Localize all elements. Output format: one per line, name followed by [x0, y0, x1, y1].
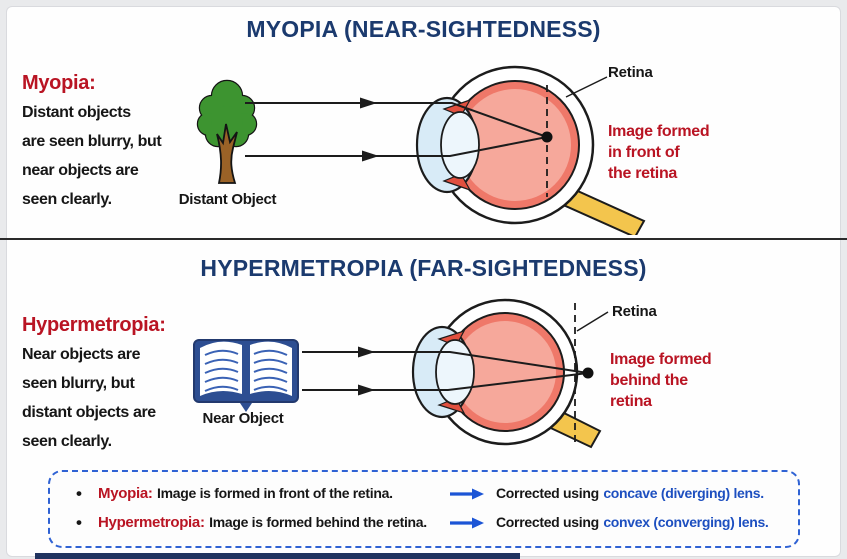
hypermetropia-section-title: HYPERMETROPIA (FAR-SIGHTEDNESS) — [200, 255, 647, 281]
tree-trunk — [216, 123, 238, 184]
ray-arrowhead-icon — [358, 346, 375, 358]
myopia-image-note: Image formed in front of the retina — [608, 121, 710, 184]
hypermetropia-description-line: distant objects are — [22, 404, 156, 421]
hypermetropia-image-note-line: Image formed — [610, 351, 712, 368]
focal-point-dot — [582, 367, 594, 379]
light-ray — [302, 372, 589, 391]
bottom-accent-bar — [35, 553, 520, 559]
focal-point-dot — [541, 131, 553, 143]
section-divider — [0, 238, 847, 240]
myopia-description: Distant objects are seen blurry, but nea… — [22, 98, 197, 214]
ray-arrowhead-icon — [358, 384, 375, 396]
myopia-description-line: are seen blurry, but — [22, 133, 162, 150]
eye-vitreous — [454, 321, 556, 423]
hypermetropia-description-line: seen clearly. — [22, 433, 112, 450]
arrow-icon — [450, 517, 484, 528]
ray-arrowhead-icon — [360, 97, 377, 109]
summary-box: • Myopia: Image is formed in front of th… — [48, 470, 800, 548]
myopia-description-line: Distant objects — [22, 104, 131, 121]
myopia-description-line: near objects are — [22, 162, 139, 179]
summary-term: Hypermetropia: — [98, 513, 205, 531]
retina-label-hypermetropia: Retina — [612, 303, 657, 320]
summary-right-text: Corrected using convex (converging) lens… — [496, 514, 798, 532]
myopia-image-note-line: the retina — [608, 165, 678, 182]
bullet-point: • — [76, 512, 82, 532]
eye-lens — [435, 339, 475, 405]
summary-corrected: Corrected using — [496, 513, 599, 530]
light-ray — [302, 351, 589, 374]
eye-lens — [440, 111, 480, 179]
retina-label-myopia: Retina — [608, 64, 653, 81]
summary-left-text: Hypermetropia: Image is formed behind th… — [98, 514, 448, 532]
eye-vitreous — [459, 89, 571, 201]
hypermetropia-description: Near objects are seen blurry, but distan… — [22, 340, 202, 456]
light-ray — [245, 136, 548, 157]
hypermetropia-description-line: seen blurry, but — [22, 375, 135, 392]
summary-row-hypermetropia: • Hypermetropia: Image is formed behind … — [76, 508, 798, 537]
hypermetropia-image-note-line: retina — [610, 393, 652, 410]
arrow-icon — [450, 488, 484, 499]
myopia-ray-diagram — [245, 65, 646, 235]
hypermetropia-description-line: Near objects are — [22, 346, 141, 363]
ciliary-muscle — [442, 173, 472, 192]
myopia-section-title: MYOPIA (NEAR-SIGHTEDNESS) — [246, 16, 601, 42]
near-object-label: Near Object — [202, 410, 284, 427]
book-icon — [193, 339, 299, 412]
summary-corrected: Corrected using — [496, 484, 599, 501]
summary-lens: convex (converging) lens. — [603, 513, 769, 530]
tree-icon — [196, 79, 258, 184]
bullet-point: • — [76, 483, 82, 503]
content-card — [6, 6, 841, 557]
retina-pointer-line — [576, 311, 609, 332]
hypermetropia-ray-diagram — [302, 298, 609, 449]
ray-arrowhead-icon — [362, 150, 379, 162]
summary-fact: Image is formed in front of the retina. — [157, 484, 393, 501]
distant-object-label: Distant Object — [178, 191, 277, 208]
summary-fact: Image is formed behind the retina. — [209, 513, 427, 530]
light-ray — [245, 102, 548, 138]
retina-pointer-line — [565, 76, 608, 98]
hypermetropia-image-note-line: behind the — [610, 372, 688, 389]
hypermetropia-image-note: Image formed behind the retina — [610, 349, 712, 412]
myopia-term-label: Myopia: — [22, 72, 96, 94]
summary-lens: concave (diverging) lens. — [603, 484, 764, 501]
summary-left-text: Myopia: Image is formed in front of the … — [98, 485, 448, 503]
summary-right-text: Corrected using concave (diverging) lens… — [496, 485, 798, 503]
myopia-description-line: seen clearly. — [22, 191, 112, 208]
myopia-image-note-line: in front of — [608, 144, 680, 161]
summary-row-myopia: • Myopia: Image is formed in front of th… — [76, 479, 798, 508]
myopia-image-note-line: Image formed — [608, 123, 710, 140]
hypermetropia-term-label: Hypermetropia: — [22, 314, 166, 336]
summary-term: Myopia: — [98, 484, 153, 502]
